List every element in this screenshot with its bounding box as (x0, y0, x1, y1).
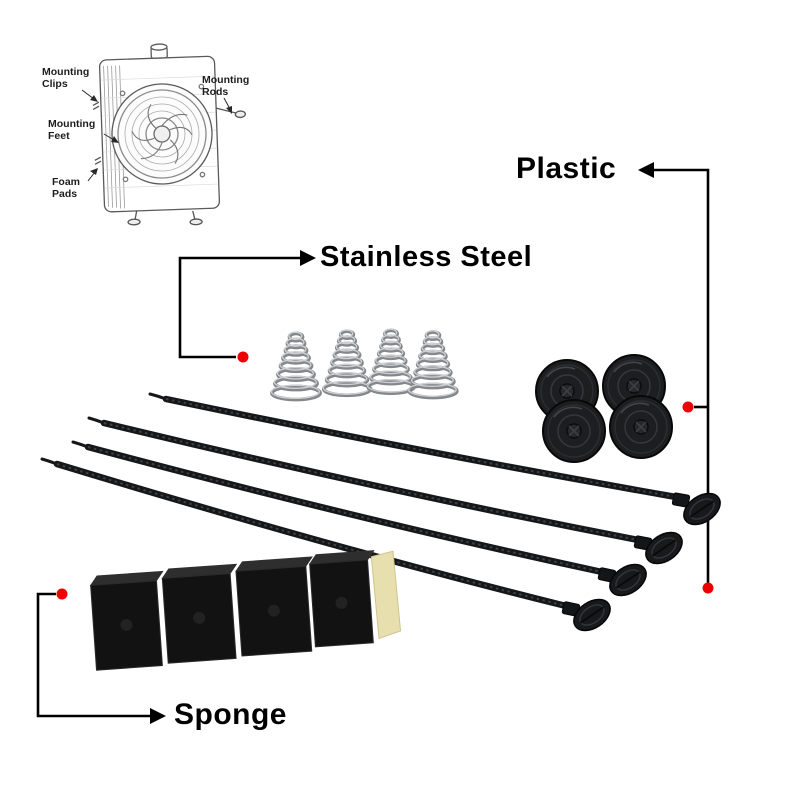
spring-2 (323, 330, 370, 395)
callout-dots (56, 351, 714, 600)
stainless-steel-label: Stainless Steel (320, 241, 533, 273)
foam-pads-label: Foam Pads (52, 176, 81, 201)
sponge-label: Sponge (174, 698, 287, 731)
mounting-clips-label: Mounting Clips (42, 66, 90, 91)
arrowhead-plastic (638, 162, 654, 178)
mounting-rod-zip-ties (40, 392, 727, 638)
arrowhead-stainless-steel (300, 250, 316, 266)
dot-plastic-rods (702, 582, 714, 594)
zip-tie-3 (71, 440, 653, 603)
steel-springs (271, 329, 456, 399)
zip-tie-1 (148, 392, 727, 532)
callout-line-plastic (638, 162, 710, 584)
arrowhead-sponge (150, 708, 166, 724)
plastic-label: Plastic (516, 152, 617, 185)
callout-line-sponge (36, 592, 166, 724)
foam-pads-photo (89, 550, 402, 671)
callout-line-stainless-steel (178, 250, 316, 359)
dot-sponge (56, 588, 68, 600)
spring-3 (368, 329, 414, 393)
dot-plastic-discs (682, 401, 694, 413)
disc-4 (609, 395, 673, 459)
disc-3 (542, 399, 606, 463)
dot-stainless-steel (237, 351, 249, 363)
zip-tie-4 (40, 457, 617, 638)
spring-4 (409, 331, 457, 398)
mounting-feet-label: Mounting Feet (48, 118, 96, 143)
mounting-rods-label: Mounting Rods (202, 74, 250, 99)
radiator-fan-sketch (81, 43, 247, 226)
spring-1 (271, 332, 320, 399)
zip-tie-2 (87, 416, 689, 571)
plastic-discs (535, 354, 673, 463)
